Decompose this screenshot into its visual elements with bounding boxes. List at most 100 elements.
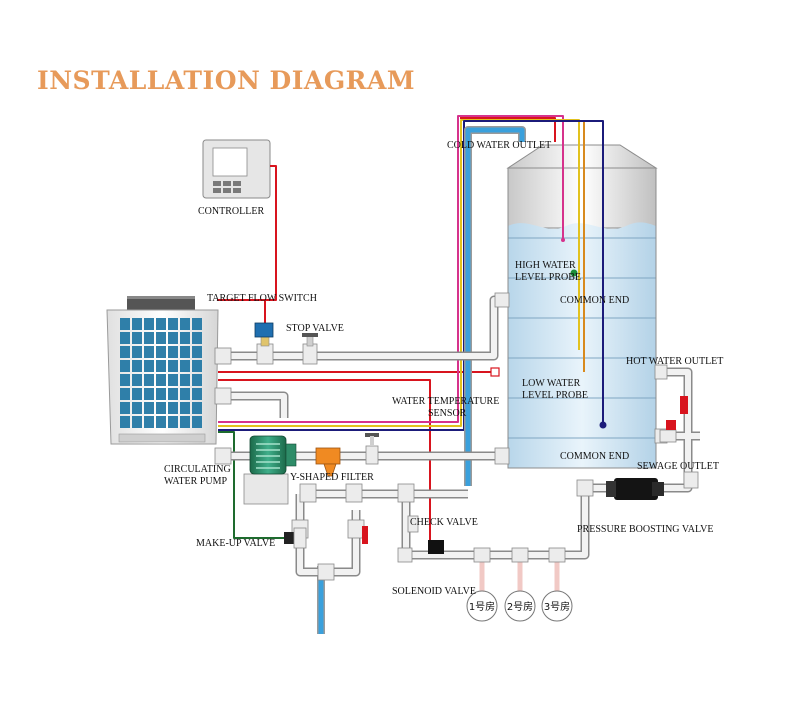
coil-cell xyxy=(180,416,190,428)
coil-cell xyxy=(192,388,202,400)
coil-cell xyxy=(120,332,130,344)
coil-cell xyxy=(156,416,166,428)
navy-wire xyxy=(218,120,604,431)
water-temperature-sensor-label-2: SENSOR xyxy=(428,408,467,419)
coil-cell xyxy=(132,388,142,400)
heat-pump-coil-grid xyxy=(120,318,202,428)
controller-panel xyxy=(202,139,271,199)
coil-cell xyxy=(144,374,154,386)
temperature-sensor-point xyxy=(490,367,500,377)
magenta-wire xyxy=(218,115,564,423)
coil-cell xyxy=(144,332,154,344)
coil-cell xyxy=(144,402,154,414)
coil-cell xyxy=(180,346,190,358)
coil-cell xyxy=(144,416,154,428)
yellow-wire xyxy=(218,119,580,427)
coil-cell xyxy=(192,374,202,386)
circulating-pump-label-2: WATER PUMP xyxy=(164,476,228,487)
sewage-valve xyxy=(666,420,676,430)
make-up-valve-label: MAKE-UP VALVE xyxy=(196,538,275,549)
heat-pump-unit xyxy=(106,296,219,445)
coil-cell xyxy=(180,388,190,400)
stop-valve-label: STOP VALVE xyxy=(286,323,344,334)
circulating-water-pump xyxy=(243,435,297,505)
coil-cell xyxy=(180,402,190,414)
coil-cell xyxy=(192,346,202,358)
coil-cell xyxy=(120,402,130,414)
coil-cell xyxy=(144,360,154,372)
water-tank xyxy=(506,144,658,469)
coil-cell xyxy=(156,402,166,414)
high-water-probe-label-2: LEVEL PROBE xyxy=(515,272,581,283)
coil-cell xyxy=(144,318,154,330)
coil-cell xyxy=(192,318,202,330)
room-outlets: 1号房 2号房 3号房 xyxy=(466,590,573,622)
coil-cell xyxy=(168,346,178,358)
coil-cell xyxy=(120,346,130,358)
callout-labels: CONTROLLER TARGET FLOW SWITCH STOP VALVE… xyxy=(164,140,723,597)
water-temperature-sensor-label-1: WATER TEMPERATURE xyxy=(392,396,499,407)
coil-cell xyxy=(144,346,154,358)
coil-cell xyxy=(132,332,142,344)
low-water-probe-label-1: LOW WATER xyxy=(522,378,581,389)
coil-cell xyxy=(192,402,202,414)
coil-cell xyxy=(156,318,166,330)
coil-cell xyxy=(192,332,202,344)
coil-cell xyxy=(156,332,166,344)
coil-cell xyxy=(180,374,190,386)
check-valve-label: CHECK VALVE xyxy=(410,517,478,528)
gate-valve xyxy=(365,433,379,465)
coil-cell xyxy=(168,332,178,344)
coil-cell xyxy=(144,388,154,400)
coil-cell xyxy=(168,374,178,386)
make-up-valve-body xyxy=(284,527,307,549)
low-water-probe-label-2: LEVEL PROBE xyxy=(522,390,588,401)
coil-cell xyxy=(120,416,130,428)
room-2-label: 2号房 xyxy=(507,600,533,613)
coil-cell xyxy=(120,360,130,372)
coil-cell xyxy=(156,360,166,372)
solenoid-valve-body xyxy=(407,515,444,554)
controller-label: CONTROLLER xyxy=(198,206,264,217)
control-wiring xyxy=(217,115,604,546)
coil-cell xyxy=(168,318,178,330)
common-end-bottom-label: COMMON END xyxy=(560,451,629,462)
target-flow-switch xyxy=(254,322,274,365)
coil-cell xyxy=(132,402,142,414)
coil-cell xyxy=(132,416,142,428)
room-1-label: 1号房 xyxy=(469,600,495,613)
high-level-probe-tip xyxy=(570,269,578,277)
hot-water-valve xyxy=(680,396,688,414)
coil-cell xyxy=(168,388,178,400)
coil-cell xyxy=(192,416,202,428)
coil-cell xyxy=(180,360,190,372)
y-shaped-filter xyxy=(315,447,341,477)
target-flow-switch-label: TARGET FLOW SWITCH xyxy=(207,293,317,304)
common-end-probe-tip xyxy=(599,421,607,429)
cold-water-outlet-label: COLD WATER OUTLET xyxy=(447,140,551,151)
coil-cell xyxy=(132,318,142,330)
pipe-fittings xyxy=(214,292,699,581)
coil-cell xyxy=(120,374,130,386)
coil-cell xyxy=(180,332,190,344)
page-title: INSTALLATION DIAGRAM xyxy=(37,66,415,95)
coil-cell xyxy=(156,346,166,358)
flow-switch-wire xyxy=(217,299,266,325)
common-end-top-label: COMMON END xyxy=(560,295,629,306)
coil-cell xyxy=(156,374,166,386)
pressure-boosting-pump xyxy=(606,478,664,500)
green-wire xyxy=(218,431,292,539)
red-valve-handle xyxy=(362,526,368,544)
coil-cell xyxy=(120,318,130,330)
pressure-boosting-valve-label: PRESSURE BOOSTING VALVE xyxy=(577,524,714,535)
solenoid-valve-label: SOLENOID VALVE xyxy=(392,586,476,597)
coil-cell xyxy=(132,360,142,372)
coil-cell xyxy=(168,402,178,414)
coil-cell xyxy=(180,318,190,330)
coil-cell xyxy=(120,388,130,400)
coil-cell xyxy=(168,360,178,372)
hot-water-outlet-label: HOT WATER OUTLET xyxy=(626,356,723,367)
coil-cell xyxy=(156,388,166,400)
coil-cell xyxy=(132,374,142,386)
